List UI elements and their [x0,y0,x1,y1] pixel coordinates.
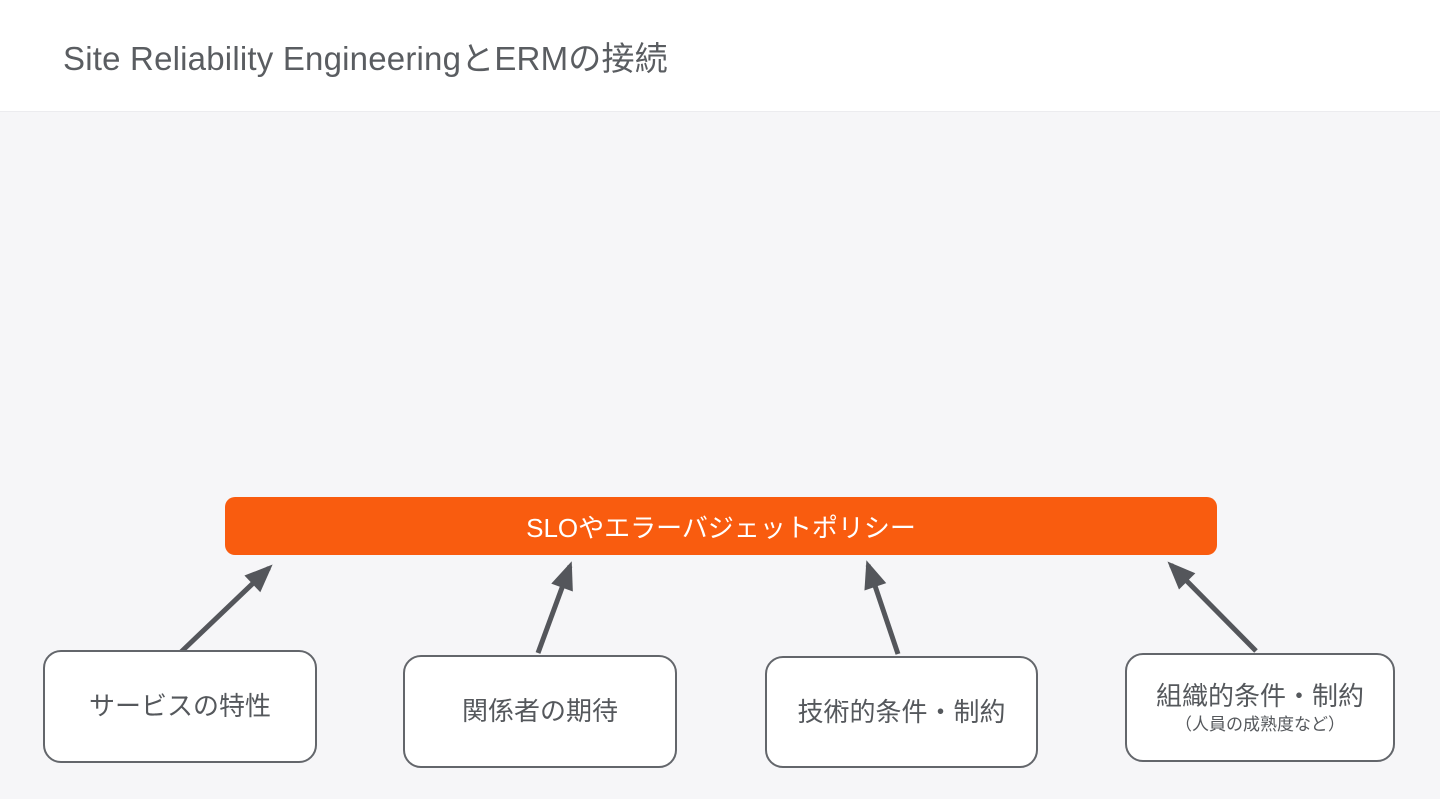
box-service-characteristics: サービスの特性 [43,650,317,763]
box-organizational-constraints: 組織的条件・制約 （人員の成熟度など） [1125,653,1395,762]
box-sublabel: （人員の成熟度など） [1175,715,1345,735]
box-label: サービスの特性 [88,691,271,722]
box-label: 組織的条件・制約 [1155,680,1364,711]
box-stakeholder-expectations: 関係者の期待 [403,655,677,768]
box-label: 技術的条件・制約 [797,696,1006,727]
slide-bottom-margin [0,799,1440,810]
box-label: 関係者の期待 [461,696,618,727]
box-technical-constraints: 技術的条件・制約 [765,656,1038,768]
slide-title: Site Reliability EngineeringとERMの接続 [63,39,668,77]
slo-banner: SLOやエラーバジェットポリシー [225,497,1217,555]
slide-header: Site Reliability EngineeringとERMの接続 [0,0,1440,112]
